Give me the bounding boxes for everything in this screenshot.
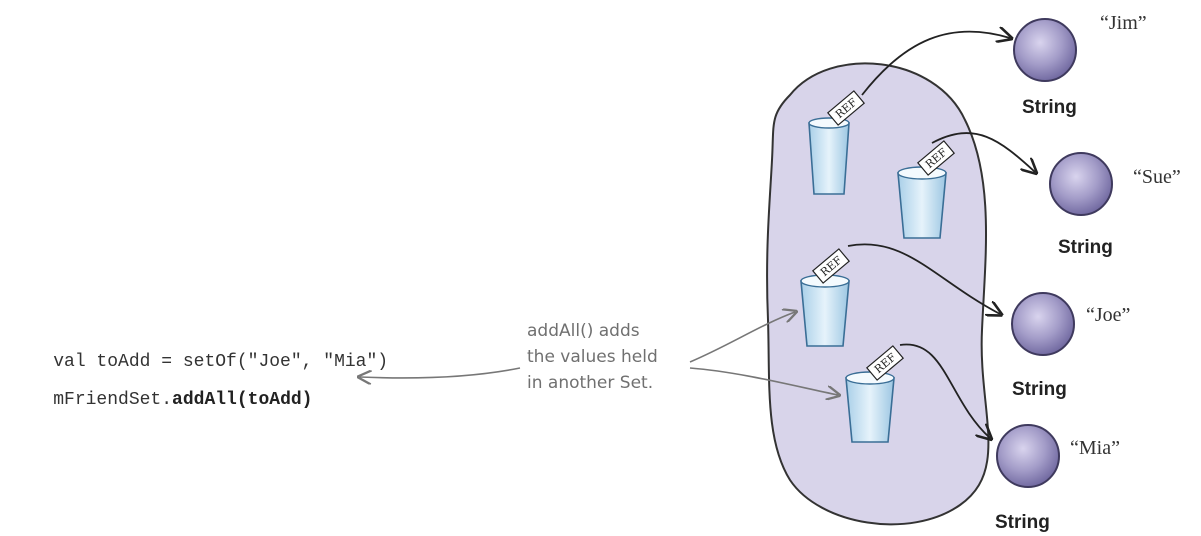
type-label-jim: String — [1022, 97, 1077, 118]
type-label-sue: String — [1058, 237, 1113, 258]
annotation-line: the values held — [527, 347, 658, 367]
set-blob — [766, 62, 990, 526]
cup-4 — [845, 371, 895, 443]
code-text: val toAdd = setOf("Joe", "Mia") — [53, 352, 389, 372]
ref-arrow-sue — [931, 132, 1035, 172]
string-object-joe — [1011, 292, 1075, 356]
cup-3 — [800, 274, 850, 347]
ref-arrow-jim — [861, 32, 1010, 96]
string-value-jim: “Jim” — [1100, 12, 1147, 34]
code-call-text: addAll(toAdd) — [172, 390, 313, 410]
string-object-mia — [996, 424, 1060, 488]
annotation-arrow-to-code — [360, 367, 521, 378]
type-label-mia: String — [995, 512, 1050, 533]
string-object-jim — [1013, 18, 1077, 82]
ref-arrow-mia — [899, 343, 990, 438]
annotation-note: addAll() adds the values held in another… — [527, 318, 658, 396]
annotation-arrow-to-cup-mia — [689, 367, 838, 395]
annotation-arrow-to-cup-joe — [689, 312, 795, 363]
code-line-add-all: mFriendSet.addAll(toAdd) — [10, 370, 312, 430]
string-value-joe: “Joe” — [1086, 304, 1131, 326]
code-line-set-of: val toAdd = setOf("Joe", "Mia") — [10, 332, 388, 392]
cup-2 — [897, 166, 947, 239]
annotation-line: addAll() adds — [527, 321, 640, 341]
type-label-joe: String — [1012, 379, 1067, 400]
annotation-line: in another Set. — [527, 373, 654, 393]
string-value-mia: “Mia” — [1070, 437, 1120, 459]
string-value-sue: “Sue” — [1133, 166, 1181, 188]
cup-1 — [808, 117, 850, 195]
ref-arrow-joe — [847, 243, 1000, 314]
string-object-sue — [1049, 152, 1113, 216]
code-object-text: mFriendSet. — [53, 390, 173, 410]
